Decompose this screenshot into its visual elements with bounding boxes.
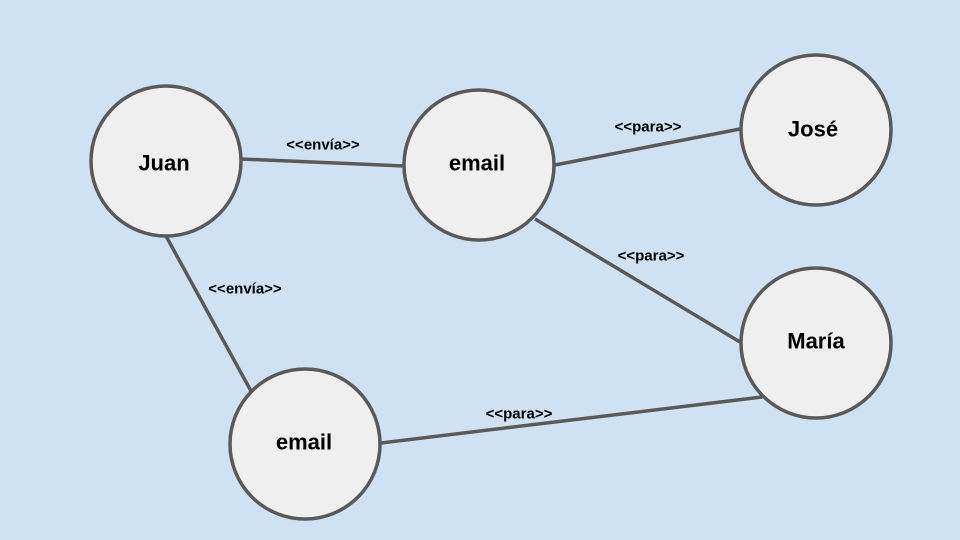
node-email-bottom-circle bbox=[228, 367, 382, 521]
node-jose-label: José bbox=[788, 117, 838, 142]
node-maria-label: María bbox=[787, 329, 845, 354]
node-juan[interactable]: Juan bbox=[89, 84, 243, 238]
edge-label-email-top-jose: <<para>> bbox=[615, 119, 682, 136]
edge-juan-email-bottom bbox=[164, 235, 253, 392]
edge-email-top-maria bbox=[534, 217, 741, 344]
edge-email-top-jose bbox=[554, 127, 741, 167]
node-juan-circle bbox=[89, 84, 243, 238]
node-email-bottom-label: email bbox=[276, 430, 332, 455]
edge-labels: <<envía>> <<envía>> <<para>> <<para>> <<… bbox=[208, 119, 684, 423]
edge-label-email-bottom-maria: <<para>> bbox=[486, 406, 553, 423]
node-juan-label: Juan bbox=[138, 151, 189, 176]
node-jose[interactable]: José bbox=[739, 53, 893, 207]
edge-label-email-top-maria: <<para>> bbox=[618, 248, 685, 265]
node-maria[interactable]: María bbox=[739, 266, 893, 420]
node-email-top[interactable]: email bbox=[402, 88, 556, 242]
node-jose-circle bbox=[739, 53, 893, 207]
node-email-bottom[interactable]: email bbox=[228, 367, 382, 521]
node-email-top-label: email bbox=[449, 151, 505, 176]
edges bbox=[164, 127, 763, 445]
edge-email-bottom-maria bbox=[380, 395, 763, 445]
node-maria-circle bbox=[739, 266, 893, 420]
edge-juan-email-top bbox=[240, 157, 405, 168]
edge-label-juan-email-top: <<envía>> bbox=[286, 137, 360, 154]
edge-label-juan-email-bottom: <<envía>> bbox=[208, 281, 282, 298]
node-email-top-circle bbox=[402, 88, 556, 242]
